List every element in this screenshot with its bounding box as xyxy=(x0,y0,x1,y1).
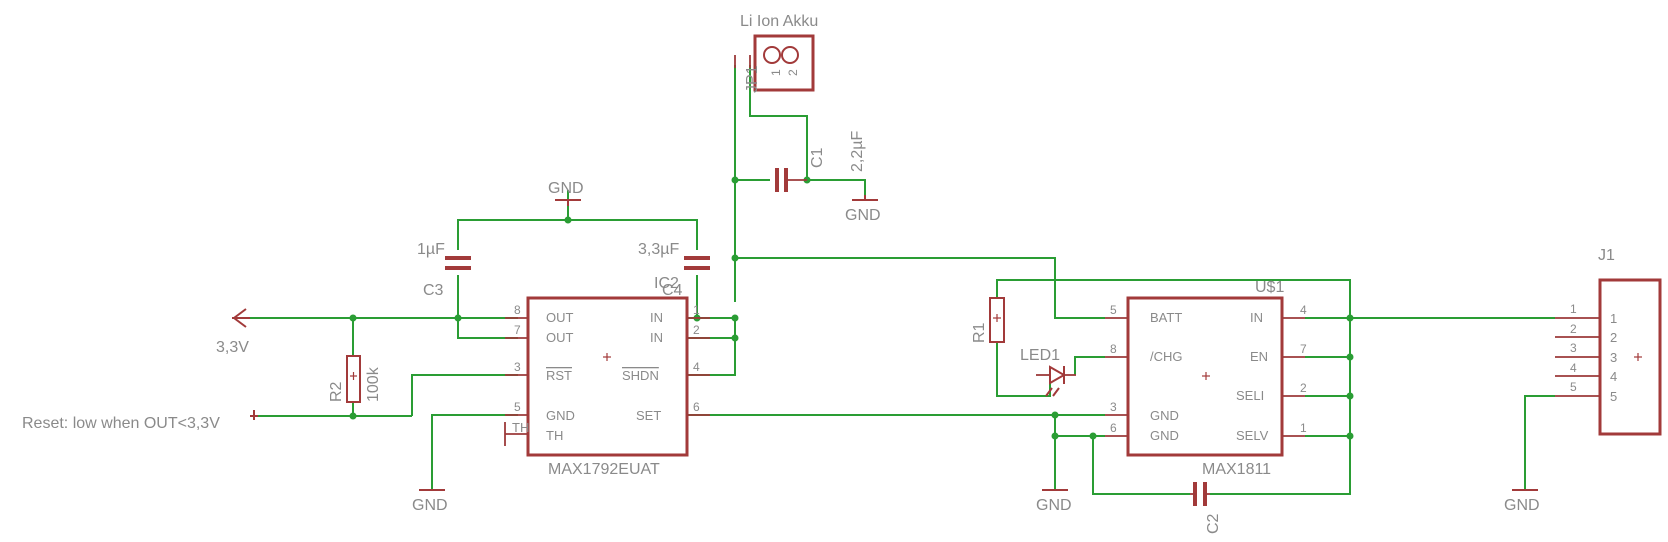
usd1-pin-batt: BATT xyxy=(1150,310,1182,325)
ic2-name: IC2 xyxy=(654,275,679,292)
c1-name: C1 xyxy=(809,147,826,168)
c2-name: C2 xyxy=(1205,513,1222,534)
ic2-part: MAX1792EUAT xyxy=(548,461,660,478)
usd1-pin-num-6: 6 xyxy=(1110,421,1117,435)
gnd-symbol-top: GND xyxy=(548,180,584,206)
supply-3v3-symbol: 3,3V xyxy=(216,308,250,356)
li-ion-label: Li Ion Akku xyxy=(740,13,818,30)
junctions xyxy=(349,176,1354,440)
c2-capacitor[interactable]: C2 xyxy=(1190,482,1222,534)
c4-capacitor[interactable]: 3,3µF C4 xyxy=(638,241,710,299)
led1-name: LED1 xyxy=(1020,347,1060,364)
ic2-pin-out-1: OUT xyxy=(546,310,574,325)
ic2-pin-num-2: 2 xyxy=(693,323,700,337)
ic2-pin-num-8: 8 xyxy=(514,303,521,317)
reset-label: Reset: low when OUT<3,3V xyxy=(22,415,220,432)
usd1-pin-num-3: 3 xyxy=(1110,400,1117,414)
gnd-symbol-usd1: GND xyxy=(1036,489,1072,514)
usd1-chip[interactable]: 5 8 3 6 BATT /CHG GND GND 4 7 2 1 IN EN … xyxy=(1105,279,1307,478)
c4-name: C4 xyxy=(662,282,683,299)
r2-resistor[interactable]: R2 100k xyxy=(328,355,382,403)
gnd-label-usd1: GND xyxy=(1036,497,1072,514)
j1-pin-label-5: 5 xyxy=(1610,389,1617,404)
c3-name: C3 xyxy=(423,282,444,299)
r2-value: 100k xyxy=(365,366,382,402)
usd1-pin-chg: /CHG xyxy=(1150,349,1183,364)
j1-pin-num-2: 2 xyxy=(1570,322,1577,336)
jp1-pin-1: 1 xyxy=(769,69,783,76)
usd1-pin-num-8: 8 xyxy=(1110,342,1117,356)
usd1-pin-seli: SELI xyxy=(1236,388,1264,403)
c3-value: 1µF xyxy=(417,241,445,258)
gnd-symbol-c1: GND xyxy=(845,195,881,224)
gnd-label-ic2: GND xyxy=(412,497,448,514)
ic2-pin-num-6: 6 xyxy=(693,400,700,414)
jp1-pin-2: 2 xyxy=(786,69,800,76)
ic2-pin-gnd: GND xyxy=(546,408,575,423)
j1-pin-label-4: 4 xyxy=(1610,369,1617,384)
j1-pin-label-3: 3 xyxy=(1610,350,1617,365)
j1-pin-label-1: 1 xyxy=(1610,311,1617,326)
r1-name: R1 xyxy=(971,322,988,343)
j1-name: J1 xyxy=(1598,247,1615,264)
supply-3v3-label: 3,3V xyxy=(216,339,249,356)
usd1-pin-gnd-1: GND xyxy=(1150,408,1179,423)
ic2-pin-in-2: IN xyxy=(650,330,663,345)
r2-name: R2 xyxy=(328,381,345,402)
gnd-label-top: GND xyxy=(548,180,584,197)
j1-pin-label-2: 2 xyxy=(1610,330,1617,345)
usd1-pin-in: IN xyxy=(1250,310,1263,325)
ic2-pin-num-1: 1 xyxy=(693,303,700,317)
j1-connector[interactable]: 1 2 3 4 5 1 2 3 4 5 J1 xyxy=(1555,247,1662,436)
usd1-pin-selv: SELV xyxy=(1236,428,1269,443)
gnd-symbol-ic2: GND xyxy=(412,489,448,514)
led1-diode[interactable]: LED1 xyxy=(1020,347,1076,397)
ic2-pin-rst: RST xyxy=(546,368,572,383)
j1-pin-num-4: 4 xyxy=(1570,361,1577,375)
usd1-part: MAX1811 xyxy=(1202,461,1271,478)
usd1-pin-gnd-2: GND xyxy=(1150,428,1179,443)
jp1-connector[interactable]: 1 2 JP1 xyxy=(734,34,815,93)
ic2-pin-num-4: 4 xyxy=(693,360,700,374)
wires xyxy=(240,65,1555,495)
usd1-pin-num-2: 2 xyxy=(1300,381,1307,395)
jp1-name: JP1 xyxy=(744,65,761,93)
gnd-label-j1: GND xyxy=(1504,497,1540,514)
usd1-pin-num-7: 7 xyxy=(1300,342,1307,356)
ic2-pin-num-7: 7 xyxy=(514,323,521,337)
c1-value: 2,2µF xyxy=(849,131,866,172)
ic2-pin-num-3: 3 xyxy=(514,360,521,374)
reset-net-label: Reset: low when OUT<3,3V xyxy=(22,410,258,432)
c4-value: 3,3µF xyxy=(638,241,679,258)
usd1-pin-en: EN xyxy=(1250,349,1268,364)
ic2-chip[interactable]: 8 7 3 5 OUT OUT RST GND TH TH 1 2 4 6 IN… xyxy=(504,275,710,478)
c3-capacitor[interactable]: 1µF C3 xyxy=(417,241,471,299)
gnd-label-c1: GND xyxy=(845,207,881,224)
j1-pin-num-5: 5 xyxy=(1570,380,1577,394)
j1-pin-num-3: 3 xyxy=(1570,341,1577,355)
usd1-pin-num-1: 1 xyxy=(1300,421,1307,435)
usd1-name: U$1 xyxy=(1255,279,1284,296)
gnd-symbol-j1: GND xyxy=(1504,489,1540,514)
usd1-pin-num-4: 4 xyxy=(1300,303,1307,317)
r1-resistor[interactable]: R1 xyxy=(971,297,1005,343)
ic2-pin-out-2: OUT xyxy=(546,330,574,345)
ic2-pin-in-1: IN xyxy=(650,310,663,325)
ic2-pin-shdn: SHDN xyxy=(622,368,659,383)
ic2-pin-num-5: 5 xyxy=(514,400,521,414)
c1-capacitor[interactable]: C1 2,2µF xyxy=(775,131,866,192)
ic2-pin-th: TH xyxy=(546,428,563,443)
j1-pin-num-1: 1 xyxy=(1570,302,1577,316)
ic2-pin-th-outer: TH xyxy=(512,420,529,435)
ic2-pin-set: SET xyxy=(636,408,661,423)
usd1-pin-num-5: 5 xyxy=(1110,303,1117,317)
